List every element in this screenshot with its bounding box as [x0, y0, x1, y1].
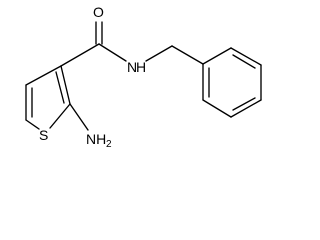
bond-c2-s	[49, 103, 71, 129]
bond-c3-c2	[60, 65, 71, 105]
structure-canvas: O N H S NH 2	[25, 4, 262, 148]
bond-nitrogen-ch2	[145, 45, 173, 62]
bond-c3-c2-double	[55, 71, 65, 104]
bond-ph-2	[230, 47, 262, 66]
amine-label: NH	[86, 131, 106, 147]
amide-hydrogen-label: H	[136, 59, 146, 75]
amine-subscript: 2	[106, 139, 112, 148]
bond-carbonyl-nitrogen	[98, 43, 127, 62]
bond-ph-5	[202, 99, 232, 118]
bond-ph-4	[230, 99, 262, 118]
oxygen-label: O	[93, 4, 104, 20]
bond-ph-inner-2	[232, 97, 256, 111]
bond-ph-1	[202, 47, 232, 65]
bond-c4-c3	[25, 65, 62, 86]
bond-ph-inner-1	[232, 54, 256, 69]
molecule-diagram: O N H S NH 2	[25, 4, 262, 148]
amide-nitrogen-label: N	[127, 59, 137, 75]
bond-c3-carbonyl	[60, 43, 100, 67]
bond-ch2-phenyl	[171, 45, 204, 65]
bond-c5-s	[25, 119, 40, 130]
bond-c2-amine	[69, 103, 89, 131]
sulfur-label: S	[39, 127, 48, 143]
